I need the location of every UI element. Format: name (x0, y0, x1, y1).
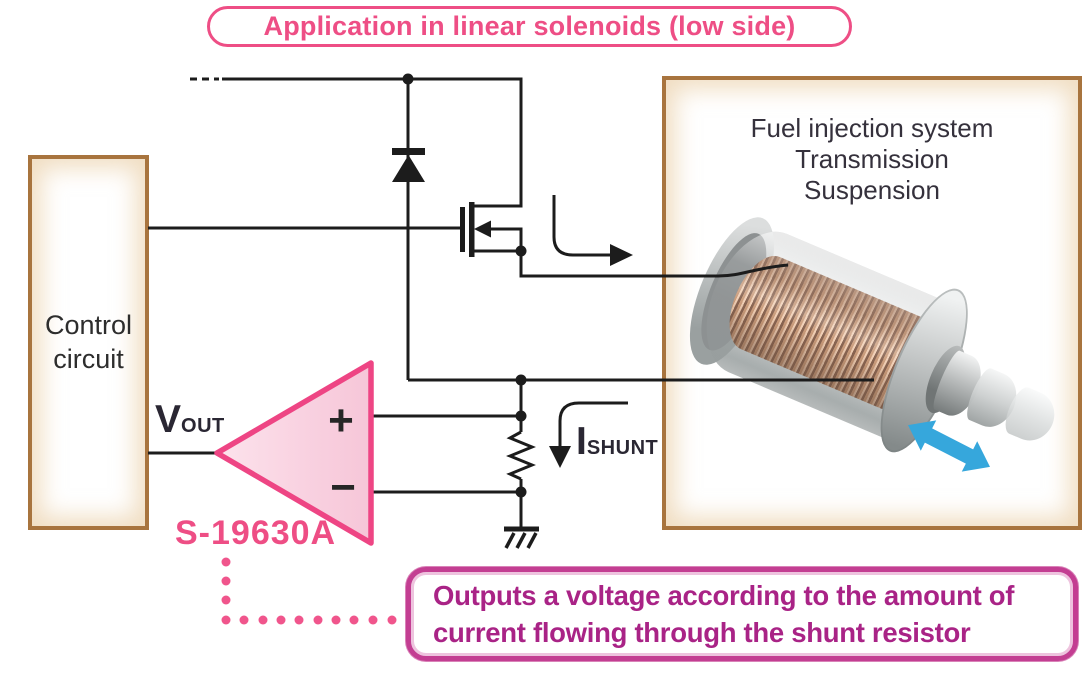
source-to-solenoid-wire (519, 251, 789, 278)
node-dot (515, 374, 527, 386)
application-item-fuel-injection: Fuel injection system (750, 113, 994, 143)
ground-hatch-1 (504, 532, 516, 549)
node-dot (515, 486, 527, 498)
mosfet-body-wire (486, 227, 523, 250)
load-current-arrow-shaft (552, 195, 611, 257)
vout-label: VOUT (155, 398, 225, 442)
mosfet-gate-bar (460, 207, 465, 252)
callout-line-1: Outputs a voltage according to the amoun… (433, 580, 1015, 611)
application-list: Fuel injection system Transmission Suspe… (666, 113, 1078, 206)
vout-sub: OUT (181, 415, 225, 437)
mosfet-body-arrow (474, 220, 491, 238)
shunt-resistor (506, 430, 536, 481)
opamp-minus-input: − (330, 463, 356, 512)
opamp-part-number: S-19630A (175, 514, 337, 552)
plunger-motion-arrow (908, 420, 990, 472)
shunt-current-arrow-shaft (558, 401, 628, 446)
application-item-transmission: Transmission (795, 144, 949, 174)
opamp-plus-input: + (328, 396, 354, 445)
node-dot (515, 410, 527, 422)
ishunt-main: I (576, 420, 587, 463)
page-title: Application in linear solenoids (low sid… (263, 11, 796, 41)
load-current-arrowhead (610, 244, 633, 266)
ishunt-sub: SHUNT (586, 437, 659, 459)
node-dot (515, 245, 527, 257)
application-item-suspension: Suspension (804, 175, 940, 205)
control-circuit-label: Control circuit (44, 309, 133, 374)
control-circuit-box: Control circuit (28, 155, 149, 530)
opamp-triangle (214, 360, 374, 546)
supply-rail-wire (222, 77, 523, 208)
diode-triangle (392, 155, 425, 182)
vout-main: V (155, 398, 182, 441)
diode-cathode-bar (392, 148, 425, 155)
node-dot (402, 73, 414, 85)
ishunt-label: ISHUNT (576, 420, 658, 464)
callout-dotted-leader (221, 557, 397, 625)
ground-hatch-3 (526, 532, 538, 549)
ground-hatch-2 (515, 532, 527, 549)
callout-box: Outputs a voltage according to the amoun… (406, 567, 1078, 661)
callout-line-2: current flowing through the shunt resist… (433, 617, 971, 648)
mosfet-channel-bar (469, 202, 475, 257)
shunt-current-arrowhead (549, 446, 571, 468)
title-banner: Application in linear solenoids (low sid… (207, 6, 852, 47)
